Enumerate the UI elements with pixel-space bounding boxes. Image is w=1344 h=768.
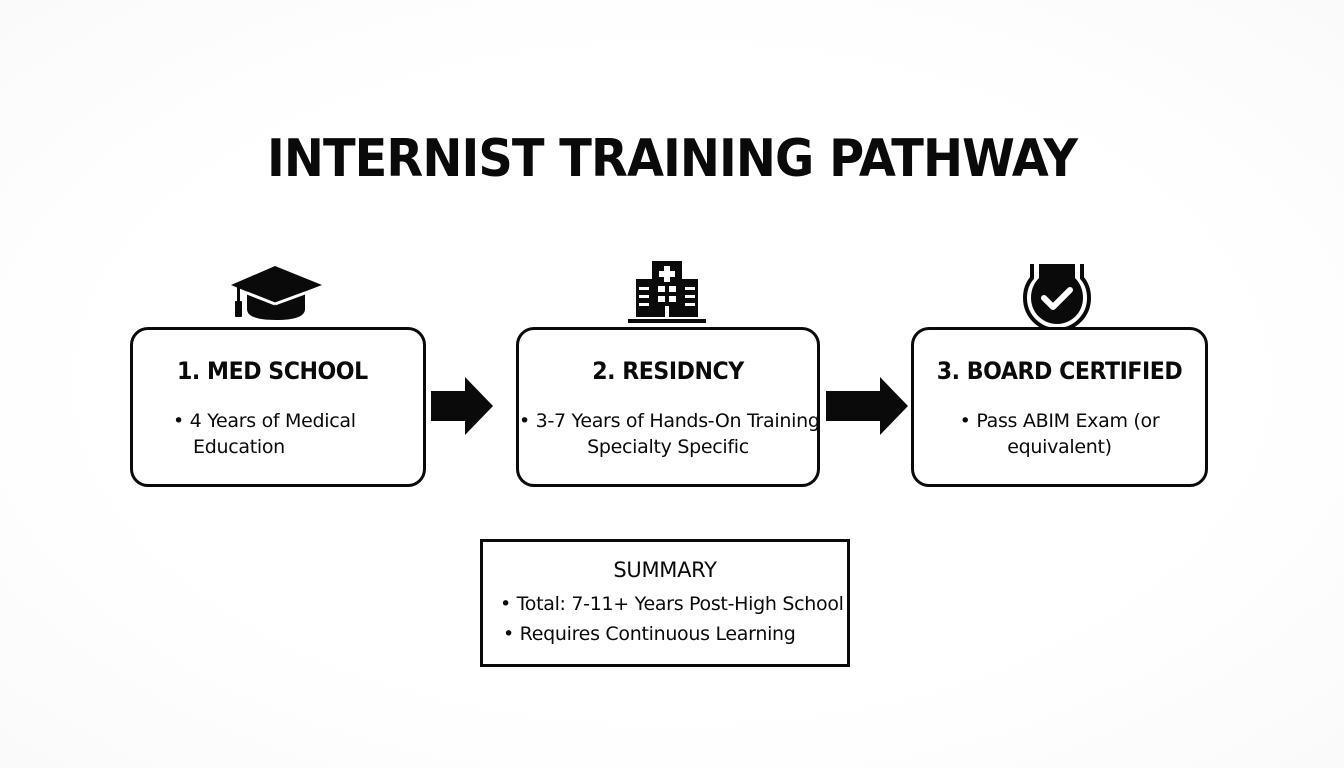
step-line: Education bbox=[193, 436, 285, 458]
step-box-med-school: 1. MED SCHOOL • 4 Years of Medical Educa… bbox=[130, 327, 426, 487]
step-line: 4 Years of Medical bbox=[189, 410, 356, 432]
step-title: 2. RESIDNCY bbox=[592, 357, 744, 385]
step-box-residency: 2. RESIDNCY • 3-7 Years of Hands-On Trai… bbox=[516, 327, 820, 487]
summary-item: • Requires Continuous Learning bbox=[503, 621, 796, 647]
summary-item-text: Requires Continuous Learning bbox=[519, 623, 796, 645]
summary-title: SUMMARY bbox=[613, 558, 717, 582]
step-title: 3. BOARD CERTIFIED bbox=[936, 357, 1183, 385]
step-description: • Pass ABIM Exam (or equivalent) bbox=[914, 408, 1205, 460]
bullet-icon: • bbox=[519, 410, 530, 432]
step-title: 1. MED SCHOOL bbox=[177, 357, 368, 385]
hospital-building-icon bbox=[628, 259, 706, 329]
step-box-board-certified: 3. BOARD CERTIFIED • Pass ABIM Exam (or … bbox=[911, 327, 1208, 487]
arrow-right-icon bbox=[826, 377, 908, 439]
step-line: Specialty Specific bbox=[587, 436, 749, 458]
bullet-icon: • bbox=[500, 593, 511, 615]
diagram-title: INTERNIST TRAINING PATHWAY bbox=[266, 129, 1078, 189]
arrow-right-icon bbox=[431, 377, 493, 439]
bullet-icon: • bbox=[503, 623, 514, 645]
step-line: 3-7 Years of Hands-On Training bbox=[535, 410, 820, 432]
certified-badge-check-icon bbox=[1022, 260, 1092, 334]
step-description: • 4 Years of Medical Education bbox=[173, 408, 356, 460]
bullet-icon: • bbox=[959, 410, 971, 432]
summary-item: • Total: 7-11+ Years Post-High School bbox=[500, 591, 844, 617]
graduation-cap-icon bbox=[229, 263, 325, 325]
summary-item-text: Total: 7-11+ Years Post-High School bbox=[516, 593, 844, 615]
step-line: equivalent) bbox=[1007, 436, 1112, 458]
bullet-icon: • bbox=[173, 410, 184, 432]
step-description: • 3-7 Years of Hands-On Training Special… bbox=[519, 408, 820, 460]
step-line: Pass ABIM Exam (or bbox=[976, 410, 1160, 432]
summary-box: SUMMARY • Total: 7-11+ Years Post-High S… bbox=[480, 539, 850, 667]
